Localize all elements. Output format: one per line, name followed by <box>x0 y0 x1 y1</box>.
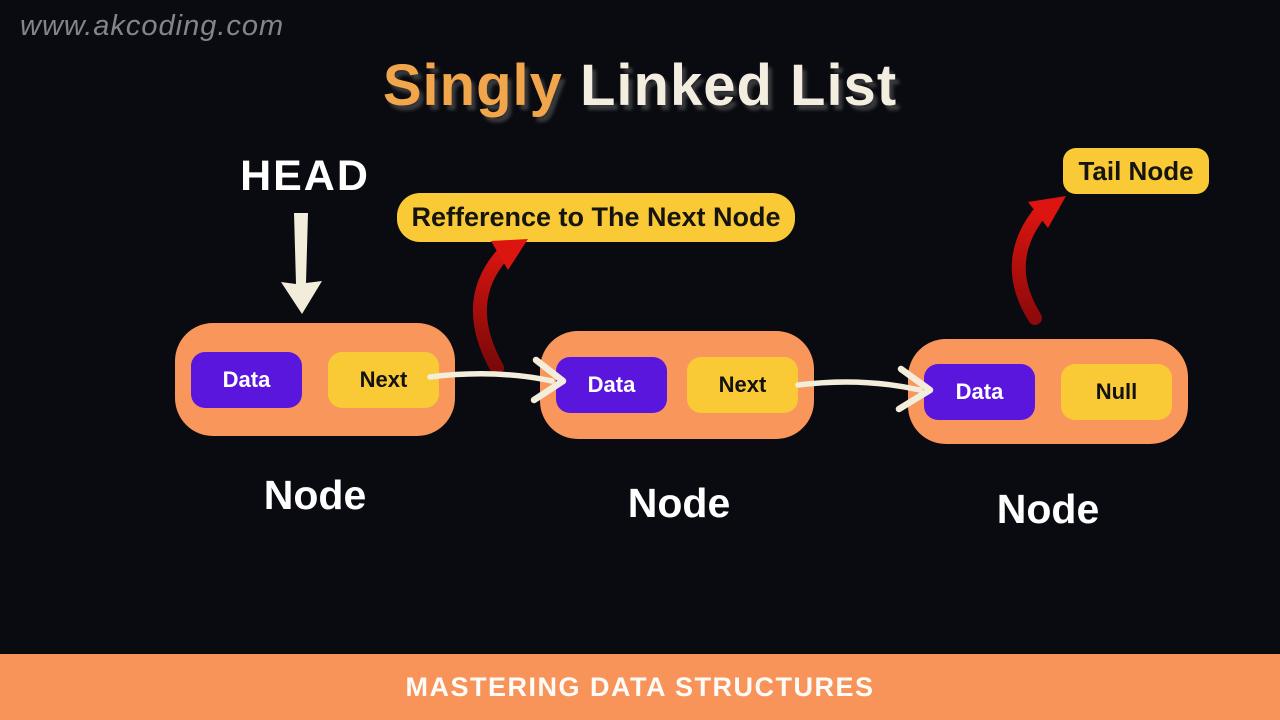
tail-callout-label: Tail Node <box>1078 155 1194 186</box>
node1-data-field: Data <box>191 351 302 408</box>
tail-callout: Tail Node <box>1063 148 1209 194</box>
title-highlight: Singly <box>382 53 563 118</box>
node3-data-field: Data <box>924 363 1035 420</box>
page-title: Singly Linked List <box>0 52 1280 119</box>
node2-data-field: Data <box>556 357 667 413</box>
footer-banner: MASTERING DATA STRUCTURES <box>0 654 1280 720</box>
tail-arrow-icon <box>1011 196 1066 325</box>
footer-banner-text: MASTERING DATA STRUCTURES <box>405 671 875 702</box>
linked-list-node-2: Data Next <box>540 331 814 439</box>
linked-list-node-3: Data Null <box>908 339 1188 444</box>
reference-callout: Refference to The Next Node <box>397 193 795 242</box>
node1-next-field: Next <box>328 351 439 408</box>
reference-callout-label: Refference to The Next Node <box>411 202 781 232</box>
node2-next-field: Next <box>687 357 798 413</box>
node3-caption: Node <box>996 486 1100 532</box>
node3-null-field: Null <box>1061 363 1172 420</box>
head-arrow-icon <box>281 213 322 314</box>
node2-caption: Node <box>627 480 731 526</box>
linked-list-node-1: Data Next <box>175 323 455 436</box>
reference-arrow-icon <box>473 239 528 375</box>
head-label: HEAD <box>240 152 370 200</box>
watermark: www.akcoding.com <box>20 10 285 42</box>
node1-caption: Node <box>263 472 367 518</box>
title-rest: Linked List <box>562 53 898 118</box>
